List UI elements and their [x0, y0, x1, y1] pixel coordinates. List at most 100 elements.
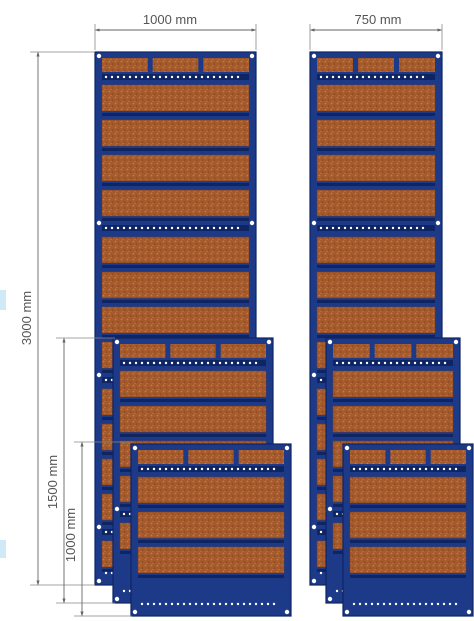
dot — [182, 226, 186, 230]
panel-rail — [350, 575, 466, 578]
dot — [337, 75, 341, 79]
screw-hole — [96, 372, 102, 378]
dot — [254, 602, 258, 606]
dot — [376, 602, 380, 606]
dot-strip — [102, 74, 249, 80]
dot — [391, 226, 395, 230]
dot — [335, 589, 339, 593]
screw-hole — [132, 609, 138, 615]
dot — [182, 361, 186, 365]
dot — [424, 602, 428, 606]
panel-slot — [349, 546, 467, 574]
dot — [355, 226, 359, 230]
dot — [430, 602, 434, 606]
dot — [176, 602, 180, 606]
dot — [122, 512, 126, 516]
dot — [373, 226, 377, 230]
screw-hole — [311, 524, 317, 530]
panel-slot — [137, 546, 285, 574]
dot — [212, 361, 216, 365]
dot — [140, 226, 144, 230]
dot — [164, 361, 168, 365]
dot — [436, 467, 440, 471]
dot — [260, 602, 264, 606]
dot — [319, 75, 323, 79]
dot — [104, 378, 108, 382]
panel-rail — [138, 505, 284, 508]
panel-slot-small — [358, 58, 394, 72]
dot — [383, 361, 387, 365]
dot — [395, 361, 399, 365]
dot — [352, 602, 356, 606]
dot — [200, 361, 204, 365]
panel-slot — [119, 405, 267, 433]
dot — [272, 467, 276, 471]
screw-hole — [311, 372, 317, 378]
dot — [272, 602, 276, 606]
dot — [388, 602, 392, 606]
dimension-label-height-low: 1000 mm — [63, 508, 78, 562]
dot — [421, 75, 425, 79]
screw-hole — [284, 609, 290, 615]
dot — [200, 602, 204, 606]
screw-hole — [344, 445, 350, 451]
screw-hole — [435, 220, 441, 226]
dot — [164, 602, 168, 606]
dot — [182, 602, 186, 606]
dot — [370, 467, 374, 471]
panel-slot-small — [350, 450, 386, 464]
screw-hole — [344, 609, 350, 615]
panel-rail — [317, 218, 435, 221]
dot — [176, 467, 180, 471]
dot — [224, 75, 228, 79]
panel-slot — [332, 370, 454, 398]
dot — [389, 361, 393, 365]
dot — [140, 467, 144, 471]
dot — [319, 530, 323, 534]
dot — [122, 75, 126, 79]
dot — [158, 75, 162, 79]
dot — [146, 602, 150, 606]
panel-rail — [317, 148, 435, 151]
panel-slot — [101, 189, 250, 217]
panel-slot-small — [399, 58, 435, 72]
panel-slot — [316, 189, 436, 217]
dot — [206, 75, 210, 79]
dimension-label-height-total: 3000 mm — [19, 291, 34, 345]
dot — [248, 467, 252, 471]
dot — [212, 75, 216, 79]
dimension-lines: 1000 mm 750 mm 3000 mm 1500 mm 1000 mm — [19, 12, 443, 617]
dot — [164, 467, 168, 471]
panel-rail — [317, 183, 435, 186]
screw-hole — [114, 506, 120, 512]
dot — [170, 361, 174, 365]
dot — [158, 361, 162, 365]
dot — [242, 467, 246, 471]
dot — [421, 226, 425, 230]
dot — [134, 361, 138, 365]
dot — [236, 602, 240, 606]
dot — [448, 602, 452, 606]
dot — [418, 467, 422, 471]
dot — [182, 75, 186, 79]
screw-hole — [114, 339, 120, 345]
dot — [140, 361, 144, 365]
dot — [335, 512, 339, 516]
dot — [230, 75, 234, 79]
panel-slot — [101, 271, 250, 299]
panel-slot — [119, 370, 267, 398]
dot — [335, 361, 339, 365]
dot — [442, 602, 446, 606]
dot-strip — [333, 360, 453, 366]
screw-hole — [96, 53, 102, 59]
panel-rail — [102, 113, 249, 116]
dot — [425, 361, 429, 365]
dot — [379, 75, 383, 79]
dot — [391, 75, 395, 79]
dot — [230, 361, 234, 365]
dot — [430, 467, 434, 471]
dot — [104, 75, 108, 79]
screw-hole — [96, 220, 102, 226]
dot — [379, 226, 383, 230]
